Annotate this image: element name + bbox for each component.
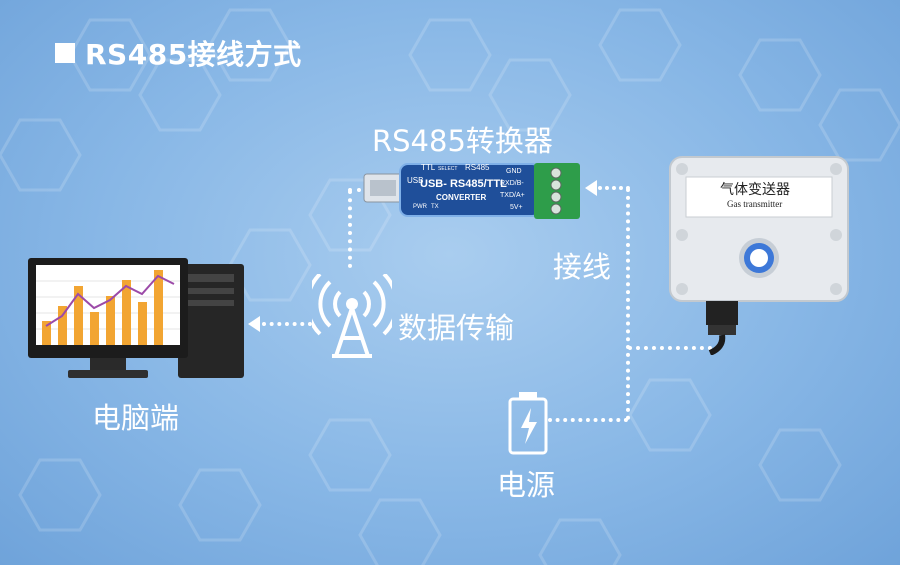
line-main-vertical [626, 188, 630, 420]
computer-label: 电脑端 [92, 401, 180, 435]
computer-icon [28, 258, 244, 378]
power-label: 电源 [497, 468, 556, 502]
sensor-name-en: Gas transmitter [727, 199, 783, 209]
title-square-icon [55, 43, 75, 63]
converter-sub-label: CONVERTER [436, 193, 487, 202]
arrow-to-computer-icon [248, 316, 260, 332]
line-to-power [548, 418, 628, 422]
line-to-converter [598, 186, 630, 190]
converter-rs485-text: RS485 [465, 163, 490, 172]
sensor-name-cn: 气体变送器 [720, 182, 790, 198]
converter-tx-text: TX [431, 204, 439, 210]
converter-pwr-text: PWR [413, 204, 427, 210]
wireless-antenna-icon [312, 274, 392, 358]
converter-usb-text: USB [407, 176, 424, 185]
page-title: RS485接线方式 [85, 38, 302, 71]
wireless-label: 数据传输 [398, 311, 515, 345]
line-converter-stub [348, 188, 370, 192]
converter-label: RS485转换器 [372, 124, 553, 158]
line-converter-down [348, 190, 352, 268]
title-bar: RS485接线方式 [55, 33, 302, 73]
line-to-computer [262, 322, 312, 326]
converter-pin-rxd: RXD/B- [500, 180, 524, 187]
arrow-to-converter-icon [585, 180, 597, 196]
converter-select-text: SELECT [438, 166, 458, 172]
usb-converter-icon [363, 163, 580, 219]
wiring-label: 接线 [553, 250, 612, 284]
gas-transmitter-icon [669, 156, 849, 355]
line-to-sensor [628, 346, 720, 350]
converter-pin-gnd: GND [506, 168, 522, 175]
converter-ttl-text: TTL [421, 163, 436, 172]
converter-main-label: USB- RS485/TTL [420, 178, 507, 190]
battery-icon [508, 392, 548, 455]
converter-pin-txd: TXD/A+ [500, 192, 525, 199]
converter-pin-5v: 5V+ [510, 204, 523, 211]
